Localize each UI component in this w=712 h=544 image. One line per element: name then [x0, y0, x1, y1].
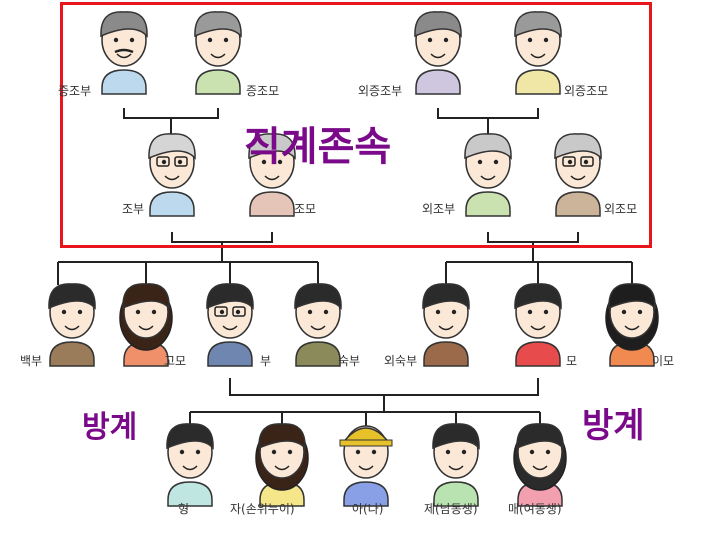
person-label-eldest-uncle: 백부 [20, 354, 43, 368]
person-label-younger-uncle: 숙부 [338, 354, 361, 368]
person-grandmother [248, 133, 296, 217]
person-maternal-aunt [605, 283, 659, 367]
person-label-mother: 모 [566, 354, 578, 368]
person-label-grandfather: 조부 [122, 202, 145, 216]
person-label-younger-brother: 제(남동생) [424, 502, 478, 516]
person-label-maternal-great-grandmother: 외증조모 [564, 84, 609, 98]
person-label-maternal-grandfather: 외조부 [422, 202, 456, 216]
person-label-elder-sibling: 자(손위누이) [230, 502, 295, 516]
person-label-aunt-paternal: 고모 [164, 354, 187, 368]
person-mother [514, 283, 562, 367]
person-label-younger-sister: 매(여동생) [508, 502, 562, 516]
person-label-maternal-great-grandfather: 외증조부 [358, 84, 403, 98]
person-label-self: 아(나) [352, 502, 384, 516]
person-maternal-uncle [422, 283, 470, 367]
collateral-right-label: 방계 [582, 406, 645, 446]
person-self [339, 425, 393, 507]
person-label-older-brother: 형 [178, 502, 190, 516]
person-father [206, 283, 254, 367]
direct-ancestors-title: 직계존속 [244, 124, 392, 170]
direct-ancestors-box [60, 2, 652, 248]
collateral-left-label: 방계 [82, 410, 138, 445]
person-label-maternal-uncle: 외숙부 [384, 354, 418, 368]
person-label-maternal-aunt: 이모 [652, 354, 675, 368]
person-eldest-uncle [48, 283, 96, 367]
person-great-grandfather [100, 11, 148, 95]
person-label-grandmother: 조모 [294, 202, 317, 216]
person-label-maternal-grandmother: 외조모 [604, 202, 638, 216]
person-maternal-great-grandmother [514, 11, 562, 95]
person-younger-brother [432, 423, 480, 507]
person-older-brother [166, 423, 214, 507]
person-maternal-grandfather [464, 133, 512, 217]
person-younger-sister [513, 423, 567, 507]
person-maternal-grandmother [554, 133, 602, 217]
person-maternal-great-grandfather [414, 11, 462, 95]
person-grandfather [148, 133, 196, 217]
person-label-great-grandmother: 증조모 [246, 84, 280, 98]
person-label-father: 부 [260, 354, 272, 368]
person-aunt-paternal [119, 283, 173, 367]
person-elder-sibling [255, 423, 309, 507]
person-younger-uncle [294, 283, 342, 367]
person-great-grandmother [194, 11, 242, 95]
person-label-great-grandfather: 증조부 [58, 84, 92, 98]
